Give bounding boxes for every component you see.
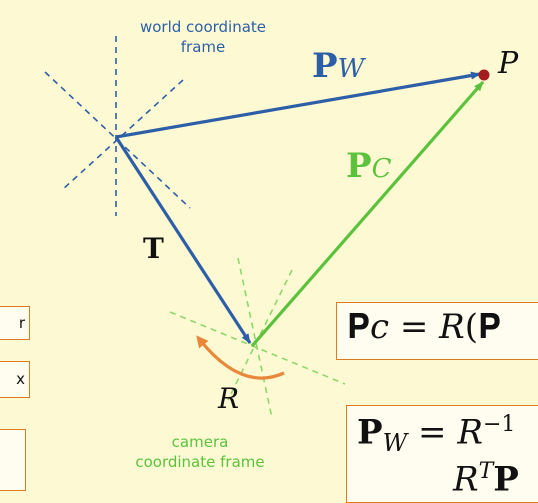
equation-world-line2: RTP	[453, 459, 519, 500]
red-dot-icon	[478, 69, 490, 81]
diagram-canvas	[44, 36, 490, 419]
vector-pc	[250, 80, 485, 348]
camera-axis-1	[169, 311, 346, 385]
vector-pw	[115, 71, 481, 139]
label-point-p: P	[498, 46, 519, 81]
label-pw: PW	[312, 46, 364, 86]
label-pc-main: P	[346, 146, 372, 186]
camera-axis-3	[237, 257, 273, 419]
world-frame-caption: world coordinate frame	[118, 17, 288, 57]
label-pc: PC	[346, 146, 391, 186]
camera-frame-caption: camera coordinate frame	[110, 432, 290, 472]
equation-box-camera: 𝐏𝑐 = 𝑅(𝐏	[336, 302, 538, 360]
label-pw-sub: W	[337, 54, 365, 84]
label-pw-main: P	[312, 46, 338, 86]
side-box-2: x	[0, 361, 30, 398]
camera-caption-line2: coordinate frame	[135, 453, 265, 471]
camera-axis-2	[227, 269, 293, 401]
label-translation: T	[143, 232, 164, 265]
camera-frame-axes	[169, 257, 346, 419]
curved-arrow-icon	[196, 335, 285, 380]
world-frame-axes	[44, 36, 191, 216]
equation-world-line1: PW = R−1	[357, 412, 516, 458]
label-rotation: R	[218, 382, 240, 415]
vector-t	[114, 136, 252, 344]
camera-caption-line1: camera	[171, 433, 229, 451]
world-caption-line2: frame	[180, 38, 226, 56]
equation-box-world: PW = R−1 RTP	[346, 405, 538, 503]
world-caption-line1: world coordinate	[139, 18, 267, 36]
label-pc-sub: C	[371, 154, 392, 184]
side-box-1: r	[0, 306, 30, 340]
equation-camera: 𝐏𝑐 = 𝑅(𝐏	[347, 307, 502, 347]
